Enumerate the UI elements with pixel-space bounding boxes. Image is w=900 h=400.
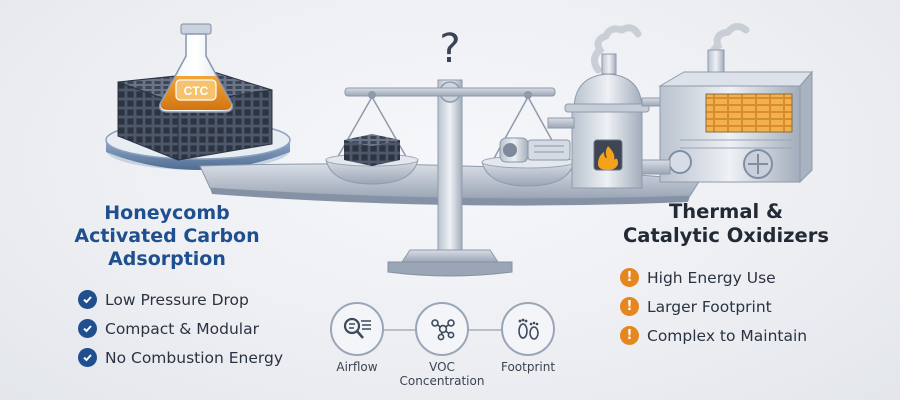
drawbacks-list: ! High Energy Use ! Larger Footprint ! C…	[620, 263, 807, 350]
drawback-label: Complex to Maintain	[647, 326, 808, 345]
left-title-line: Honeycomb	[104, 202, 230, 224]
benefit-label: Low Pressure Drop	[105, 290, 249, 309]
footprint-icon	[501, 302, 555, 356]
metric-label: VOC Concentration	[399, 360, 485, 389]
warning-icon: !	[620, 326, 639, 345]
right-title: Thermal & Catalytic Oxidizers	[606, 200, 846, 248]
check-icon	[78, 290, 97, 309]
right-pan	[481, 96, 575, 187]
magnifier-airflow-icon	[330, 302, 384, 356]
oxidizer-tower	[547, 24, 673, 189]
left-pan	[325, 96, 419, 185]
drawback-label: High Energy Use	[647, 268, 776, 287]
warning-icon: !	[620, 268, 639, 287]
benefit-item: Compact & Modular	[78, 314, 283, 343]
drawback-item: ! High Energy Use	[620, 263, 807, 292]
flask-label: CTC	[184, 84, 209, 98]
metric-voc-concentration: VOC Concentration	[390, 302, 494, 389]
metric-label: Footprint	[500, 360, 556, 374]
benefits-list: Low Pressure Drop Compact & Modular No C…	[78, 285, 283, 372]
question-mark: ?	[439, 26, 460, 72]
benefit-label: No Combustion Energy	[105, 348, 284, 367]
right-title-line: Catalytic Oxidizers	[623, 223, 829, 247]
ctc-flask-icon: CTC	[158, 23, 234, 113]
check-icon	[78, 319, 97, 338]
check-icon	[78, 348, 97, 367]
drawback-item: ! Larger Footprint	[620, 292, 807, 321]
metric-label: Airflow	[336, 360, 378, 374]
molecule-icon	[415, 302, 469, 356]
metric-airflow: Airflow	[322, 302, 392, 374]
left-title-line: Activated Carbon	[74, 225, 260, 248]
benefit-item: No Combustion Energy	[78, 343, 283, 372]
drawback-item: ! Complex to Maintain	[620, 321, 807, 350]
right-title-line: Thermal &	[669, 200, 783, 223]
benefit-item: Low Pressure Drop	[78, 285, 283, 314]
benefit-label: Compact & Modular	[105, 319, 259, 338]
warning-icon: !	[620, 297, 639, 316]
left-title-line: Adsorption	[108, 248, 226, 271]
metric-footprint: Footprint	[488, 302, 568, 374]
flame-icon	[598, 146, 618, 170]
left-title: Honeycomb Activated Carbon Adsorption	[56, 202, 278, 272]
oxidizer-furnace	[641, 23, 814, 184]
drawback-label: Larger Footprint	[647, 297, 772, 316]
scale-stand	[344, 79, 556, 277]
